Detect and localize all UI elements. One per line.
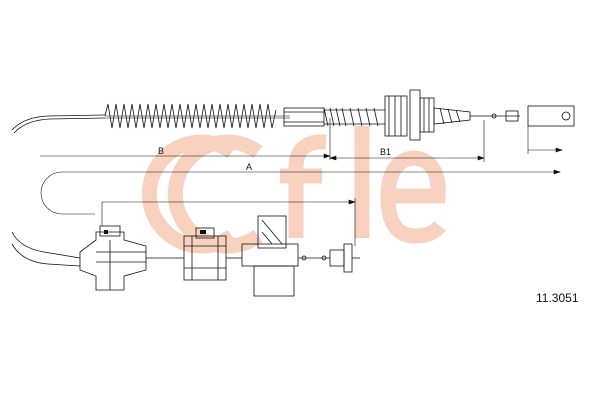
cable-sheath-lower (11, 231, 81, 259)
dimension-label-b: B (158, 146, 164, 156)
lower-cable-assembly (11, 215, 360, 297)
cable-sheath-left (11, 114, 106, 131)
shading (104, 230, 206, 234)
dimension-label-b1: B1 (380, 147, 391, 157)
dimension-label-a: A (246, 162, 252, 172)
grommet-fitting (79, 231, 147, 291)
threaded-rod (323, 107, 379, 127)
dimension-lines (40, 118, 563, 246)
end-fitting (527, 105, 575, 127)
adjuster-nut (384, 95, 408, 137)
part-number: 11.3051 (536, 291, 579, 305)
end-fitting-eye (561, 111, 571, 121)
upper-cable-assembly (11, 89, 575, 141)
sleeve (283, 107, 325, 127)
dimension-loop (40, 171, 560, 215)
wire-ferrule (505, 110, 519, 122)
